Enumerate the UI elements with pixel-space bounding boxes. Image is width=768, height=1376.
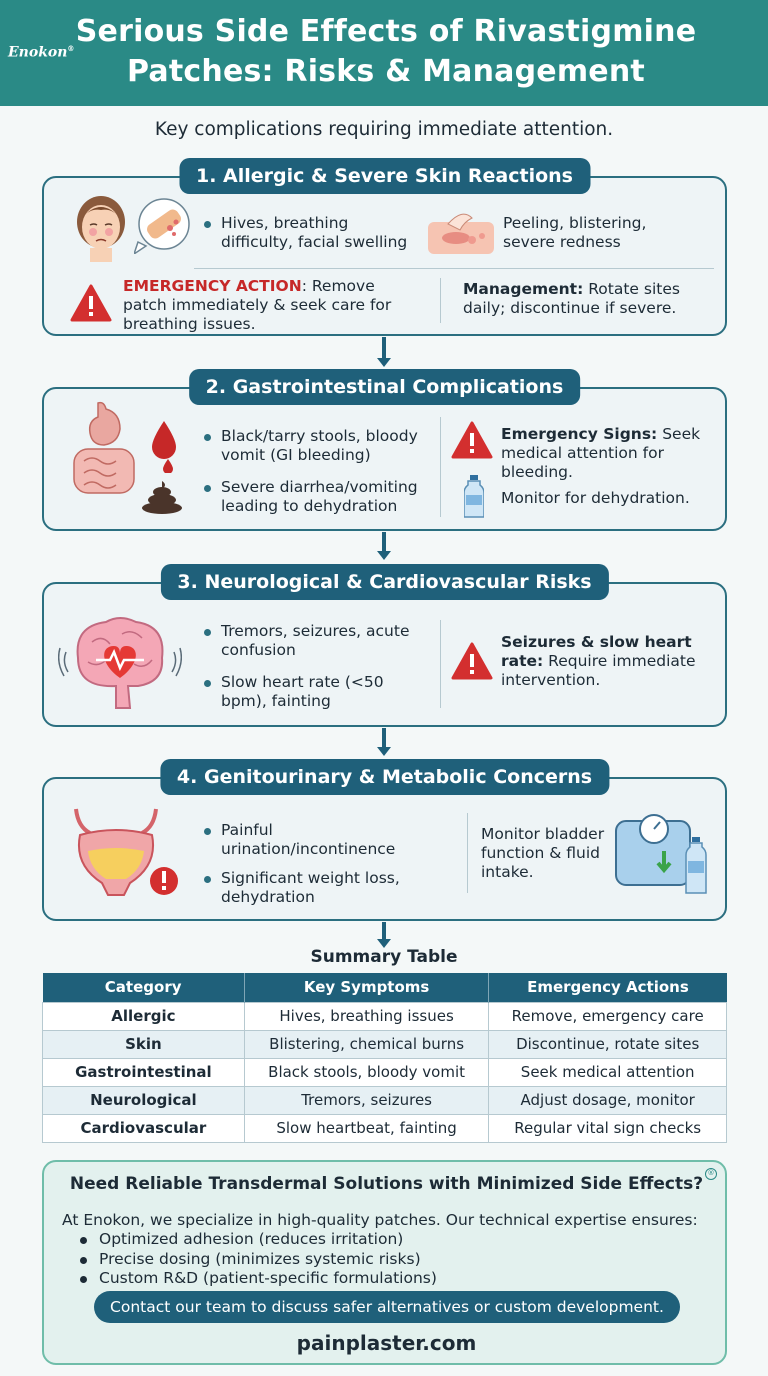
gi-emergency-signs: Emergency Signs: Seek medical attention … xyxy=(501,425,701,481)
bandage-icon xyxy=(132,198,194,258)
face-icon xyxy=(68,192,134,266)
brand-logo: Enokon® xyxy=(8,44,75,61)
gu-monitor-text: Monitor bladder function & fluid intake. xyxy=(481,825,605,881)
gu-symptom-list: Painful urination/incontinence Significa… xyxy=(204,821,436,907)
neuro-symptom-list: Tremors, seizures, acute confusion Slow … xyxy=(204,622,426,711)
gi-symptom-list: Black/tarry stools, bloody vomit (GI ble… xyxy=(204,427,424,516)
management-text: Management: Rotate sites daily; disconti… xyxy=(463,280,680,317)
emergency-action-text: EMERGENCY ACTION: Remove patch immediate… xyxy=(123,277,392,333)
list-item: Significant weight loss, dehydration xyxy=(204,869,436,907)
scale-icon xyxy=(614,807,710,901)
section-neuro-cardio: Tremors, seizures, acute confusion Slow … xyxy=(42,564,727,727)
section-title: 2. Gastrointestinal Complications xyxy=(188,369,581,405)
section-title: 3. Neurological & Cardiovascular Risks xyxy=(160,564,609,600)
page-title: Serious Side Effects of Rivastigmine Pat… xyxy=(75,14,697,89)
allergic-symptom-list: Hives, breathing difficulty, facial swel… xyxy=(204,214,419,252)
section-title: 4. Genitourinary & Metabolic Concerns xyxy=(159,759,610,795)
contact-team-button[interactable]: Contact our team to discuss safer altern… xyxy=(94,1291,680,1323)
section-genitourinary: Painful urination/incontinence Significa… xyxy=(42,759,727,921)
list-item: Precise dosing (minimizes systemic risks… xyxy=(80,1250,437,1270)
list-item: Hives, breathing difficulty, facial swel… xyxy=(204,214,419,252)
skin-symptom-text: Peeling, blistering, severe redness xyxy=(503,214,647,251)
section-allergic: Hives, breathing difficulty, facial swel… xyxy=(42,158,727,336)
cta-feature-list: Optimized adhesion (reduces irritation) … xyxy=(80,1230,437,1289)
bladder-icon xyxy=(70,805,184,905)
list-item: Custom R&D (patient-specific formulation… xyxy=(80,1269,437,1289)
page-subtitle: Key complications requiring immediate at… xyxy=(154,119,614,140)
list-item: Black/tarry stools, bloody vomit (GI ble… xyxy=(204,427,424,465)
header-banner: Enokon® Serious Side Effects of Rivastig… xyxy=(0,0,768,106)
website-link[interactable]: painplaster.com xyxy=(296,1331,477,1355)
registered-mark-icon: ® xyxy=(705,1168,717,1180)
warning-icon xyxy=(70,284,112,326)
column-header: Category xyxy=(42,973,245,1002)
stool-icon xyxy=(140,477,184,519)
list-item: Optimized adhesion (reduces irritation) xyxy=(80,1230,437,1250)
warning-icon xyxy=(451,642,493,684)
summary-table: Category Key Symptoms Emergency Actions … xyxy=(42,973,727,1143)
list-item: Painful urination/incontinence xyxy=(204,821,436,859)
cta-body: At Enokon, we specialize in high-quality… xyxy=(62,1211,698,1229)
table-header-row: Category Key Symptoms Emergency Actions xyxy=(42,973,727,1002)
list-item: Tremors, seizures, acute confusion xyxy=(204,622,426,660)
cta-title: Need Reliable Transdermal Solutions with… xyxy=(69,1174,704,1194)
summary-title: Summary Table xyxy=(310,947,458,967)
column-header: Key Symptoms xyxy=(244,973,490,1002)
column-header: Emergency Actions xyxy=(488,973,727,1002)
section-title: 1. Allergic & Severe Skin Reactions xyxy=(179,158,590,194)
gi-monitor-text: Monitor for dehydration. xyxy=(501,489,690,507)
flow-arrow xyxy=(377,532,391,560)
brain-heart-icon xyxy=(57,612,183,716)
stomach-icon xyxy=(68,399,140,503)
warning-icon xyxy=(451,421,493,463)
section-gastrointestinal: Black/tarry stools, bloody vomit (GI ble… xyxy=(42,369,727,531)
flow-arrow xyxy=(377,728,391,756)
cta-panel: ® Need Reliable Transdermal Solutions wi… xyxy=(42,1160,727,1365)
neuro-alert-text: Seizures & slow heart rate: Require imme… xyxy=(501,633,696,689)
water-bottle-icon xyxy=(463,475,485,523)
flow-arrow xyxy=(377,337,391,367)
flow-arrow xyxy=(377,922,391,948)
list-item: Slow heart rate (<50 bpm), fainting xyxy=(204,673,426,711)
blood-drop-icon xyxy=(150,419,180,477)
list-item: Severe diarrhea/vomiting leading to dehy… xyxy=(204,478,424,516)
skin-peel-icon xyxy=(426,208,496,264)
